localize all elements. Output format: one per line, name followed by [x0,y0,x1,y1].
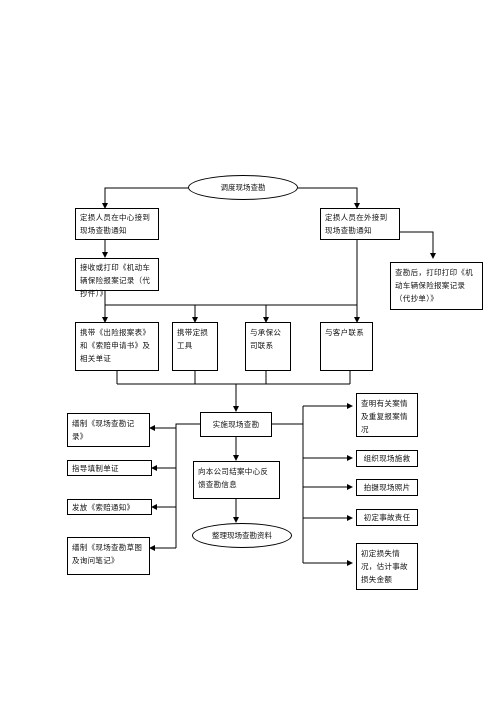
carry-forms-box: 携带《出险报案表》和《索赔申请书》及相关单证 [75,322,159,371]
organize-rescue-box: 组织现场施救 [356,450,418,467]
organize-data-oval: 整理现场查勘资料 [192,523,292,548]
start-oval: 调度现场查勘 [188,175,298,200]
branch-center-box: 定损人员在中心接到现场查勘通知 [75,208,159,240]
contact-insurer-box: 与承保公司联系 [245,322,291,371]
determine-liability-box: 初定事故责任 [356,509,418,526]
check-repeat-box: 查明有关案情及重复报案情况 [356,393,418,437]
branch-outside-box: 定损人员在外接到现场查勘通知 [320,208,400,240]
take-photos-box: 拍摄现场照片 [356,479,418,496]
make-record-box: 缮制《现场查勘记录》 [67,413,150,447]
issue-notice-box: 发放《索赔通知》 [67,499,152,515]
make-sketch-box: 缮制《现场查勘草图及询问笔记》 [67,537,150,575]
guide-form-box: 指导填制单证 [67,460,152,476]
receive-print-box: 接收或打印《机动车辆保险报案记录（代抄件）》 [75,258,159,298]
report-center-box: 向本公司结案中心反馈查勘信息 [193,461,280,499]
after-survey-print-box: 查勘后，打印打印《机动车辆保险报案记录（代抄单）》 [390,262,483,310]
contact-customer-box: 与客户联系 [320,322,373,371]
estimate-loss-box: 初定损失情况，估计事故损失金额 [356,543,418,590]
carry-tools-box: 携带定损工具 [172,322,218,371]
implement-survey-box: 实施现场查勘 [200,412,272,437]
